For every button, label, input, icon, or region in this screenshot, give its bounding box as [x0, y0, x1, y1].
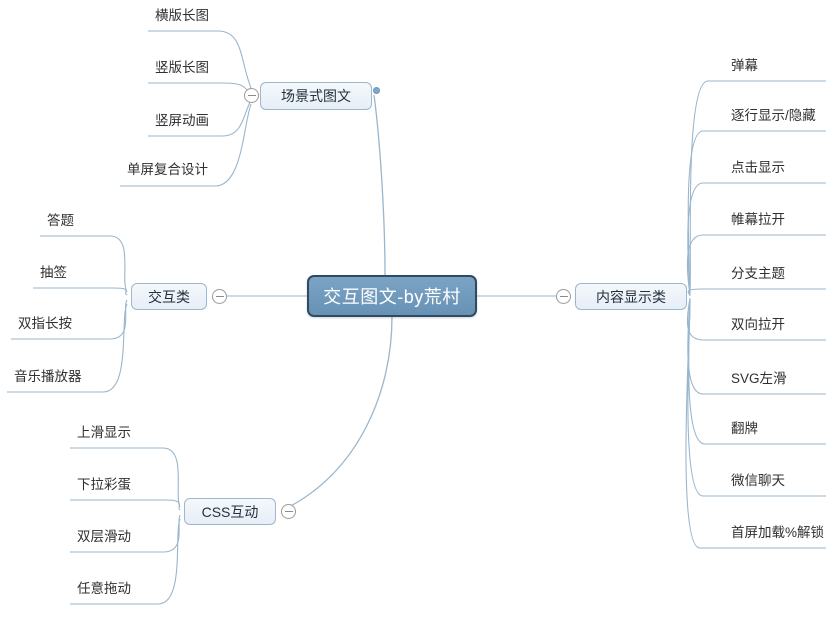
edge-root-scene — [373, 94, 386, 276]
leaf-node-interactive-2[interactable]: 抽签 — [40, 265, 67, 280]
leaf-node-interactive-4[interactable]: 音乐播放器 — [14, 369, 82, 384]
leaf-node-display-4[interactable]: 帷幕拉开 — [731, 212, 785, 227]
leaf-node-display-2[interactable]: 逐行显示/隐藏 — [731, 108, 816, 123]
collapse-toggle-display[interactable] — [556, 289, 571, 304]
edge-root-css — [286, 316, 393, 509]
edge-interactive-2 — [33, 287, 128, 296]
edge-endpoint-dot-scene — [373, 87, 380, 94]
edge-css-3 — [70, 514, 181, 553]
leaf-node-scene-1[interactable]: 横版长图 — [155, 8, 209, 23]
collapse-toggle-scene[interactable] — [244, 88, 259, 103]
leaf-node-display-10[interactable]: 首屏加载%解锁 — [731, 525, 825, 540]
edge-display-4 — [686, 234, 826, 296]
leaf-node-display-7[interactable]: SVG左滑 — [731, 371, 787, 386]
edge-css-4 — [70, 518, 181, 605]
edge-scene-2 — [148, 82, 252, 95]
leaf-node-css-2[interactable]: 下拉彩蛋 — [77, 477, 131, 492]
collapse-toggle-interactive[interactable] — [212, 289, 227, 304]
edge-scene-3 — [148, 99, 252, 137]
leaf-node-css-3[interactable]: 双层滑动 — [77, 529, 131, 544]
branch-node-scene[interactable]: 场景式图文 — [260, 82, 372, 110]
edge-css-1 — [70, 447, 181, 508]
edge-interactive-4 — [7, 303, 128, 393]
branch-node-display[interactable]: 内容显示类 — [575, 283, 687, 310]
collapse-toggle-css[interactable] — [281, 504, 296, 519]
branch-node-interactive[interactable]: 交互类 — [131, 283, 207, 310]
leaf-node-scene-2[interactable]: 竖版长图 — [155, 60, 209, 75]
root-node[interactable]: 交互图文-by荒村 — [307, 275, 477, 317]
edge-display-10 — [685, 301, 826, 549]
branch-node-css[interactable]: CSS互动 — [184, 498, 276, 525]
edge-display-3 — [687, 182, 826, 295]
edge-scene-1 — [148, 30, 252, 89]
leaf-node-scene-3[interactable]: 竖屏动画 — [155, 113, 209, 128]
edge-scene-4 — [120, 103, 252, 187]
leaf-node-interactive-1[interactable]: 答题 — [47, 213, 74, 228]
leaf-node-interactive-3[interactable]: 双指长按 — [18, 316, 72, 331]
leaf-node-display-6[interactable]: 双向拉开 — [731, 317, 785, 332]
leaf-node-css-4[interactable]: 任意拖动 — [77, 581, 131, 596]
edge-interactive-3 — [11, 299, 128, 340]
edge-css-2 — [70, 499, 181, 511]
leaf-node-display-5[interactable]: 分支主题 — [731, 266, 785, 281]
leaf-node-display-8[interactable]: 翻牌 — [731, 421, 758, 436]
edge-display-5 — [687, 288, 826, 297]
edge-display-2 — [687, 130, 826, 294]
leaf-node-scene-4[interactable]: 单屏复合设计 — [127, 162, 208, 177]
leaf-node-display-9[interactable]: 微信聊天 — [731, 473, 785, 488]
leaf-node-display-1[interactable]: 弹幕 — [731, 58, 758, 73]
leaf-node-display-3[interactable]: 点击显示 — [731, 160, 785, 175]
edge-interactive-1 — [40, 235, 128, 293]
edge-display-1 — [689, 80, 826, 293]
leaf-node-css-1[interactable]: 上滑显示 — [77, 425, 131, 440]
